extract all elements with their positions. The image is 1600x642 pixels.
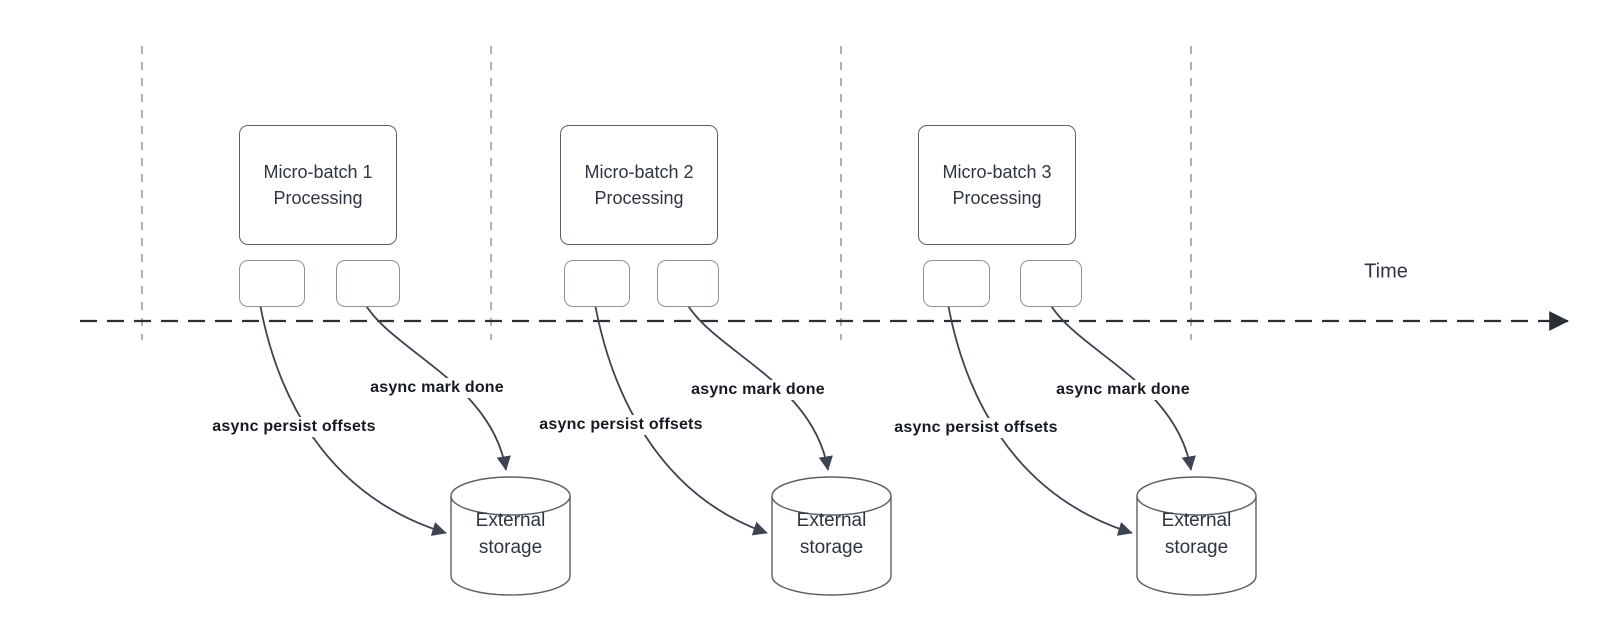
mark-done-task-box-2 xyxy=(657,260,719,307)
mark-done-task-box-1 xyxy=(336,260,400,307)
persist-offsets-label-3: async persist offsets xyxy=(891,418,1061,438)
offset-task-box-1 xyxy=(239,260,305,307)
external-storage-cylinder-2 xyxy=(771,476,892,596)
time-axis-label: Time xyxy=(1364,260,1408,283)
mark-done-label-3: async mark done xyxy=(1053,380,1193,400)
external-storage-cylinder-3 xyxy=(1136,476,1257,596)
micro-batch-1-title-line1: Micro-batch 1 xyxy=(263,162,373,182)
persist-offsets-arrow-2 xyxy=(594,303,768,536)
mark-done-arrow-1 xyxy=(364,303,511,471)
micro-batch-2-title-line2: Processing xyxy=(594,188,684,208)
mark-done-arrow-3 xyxy=(1049,303,1196,471)
persist-offsets-label-2: async persist offsets xyxy=(536,415,706,435)
micro-batch-1-title-line2: Processing xyxy=(273,188,363,208)
external-storage-label-3: External storage xyxy=(1161,510,1232,558)
micro-batch-3-title-line2: Processing xyxy=(952,188,1042,208)
external-storage-label-1: External storage xyxy=(475,510,546,558)
external-storage-label-2: External storage xyxy=(796,510,867,558)
external-storage-cylinder-1 xyxy=(450,476,571,596)
micro-batch-3-title-line1: Micro-batch 3 xyxy=(942,162,1052,182)
offset-task-box-3 xyxy=(923,260,990,307)
persist-offsets-label-1: async persist offsets xyxy=(209,417,379,437)
mark-done-label-1: async mark done xyxy=(367,378,507,398)
mark-done-task-box-3 xyxy=(1020,260,1082,307)
offset-task-box-2 xyxy=(564,260,630,307)
micro-batch-2-processing-box: Micro-batch 2 Processing xyxy=(560,125,718,245)
micro-batch-1-processing-box: Micro-batch 1 Processing xyxy=(239,125,397,245)
mark-done-label-2: async mark done xyxy=(688,380,828,400)
micro-batch-3-processing-box: Micro-batch 3 Processing xyxy=(918,125,1076,245)
mark-done-arrow-2 xyxy=(686,303,833,471)
micro-batch-2-title-line1: Micro-batch 2 xyxy=(584,162,694,182)
